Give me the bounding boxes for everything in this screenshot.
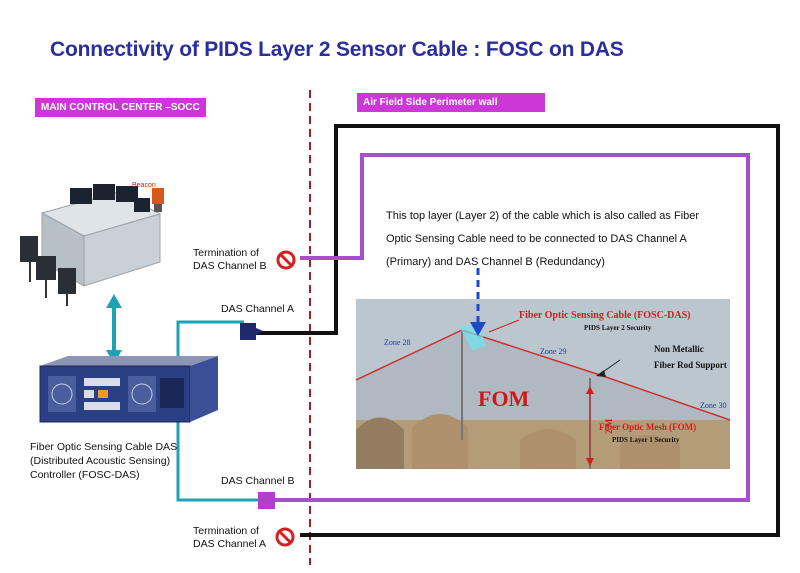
das-channel-b-label: DAS Channel B [221, 475, 295, 487]
teal-link-a [176, 320, 244, 360]
controller-label: Fiber Optic Sensing Cable DAS (Distribut… [30, 440, 177, 482]
termination-b-line-2: DAS Channel B [193, 260, 267, 272]
das-channel-a-label: DAS Channel A [221, 303, 294, 315]
controller-line-3: Controller (FOSC-DAS) [30, 469, 140, 481]
support-label-1: Non Metallic [654, 344, 704, 354]
connector-a [240, 323, 256, 340]
fom-label: FOM [478, 386, 530, 411]
down-arrow-icon [470, 268, 486, 336]
main-control-center-label: MAIN CONTROL CENTER –SOCC [35, 98, 206, 117]
control-desk-image [20, 184, 162, 306]
perimeter-photo [355, 299, 731, 469]
termination-a-line-1: Termination of [193, 525, 259, 537]
zone30-label: Zone 30 [700, 401, 726, 410]
controller-line-1: Fiber Optic Sensing Cable DAS [30, 441, 178, 453]
connector-b [258, 492, 275, 509]
termination-b-line-1: Termination of [193, 247, 259, 259]
termination-b-label: Termination of DAS Channel B [193, 247, 267, 273]
teal-link-b [176, 420, 262, 502]
controller-line-2: (Distributed Acoustic Sensing) [30, 455, 171, 467]
layer2-label: PIDS Layer 2 Security [584, 324, 652, 332]
fosc-label: Fiber Optic Sensing Cable (FOSC-DAS) [519, 310, 691, 321]
zone28-label: Zone 28 [384, 338, 410, 347]
perimeter-wall-label: Air Field Side Perimeter wall [357, 93, 545, 112]
termination-a-line-2: DAS Channel A [193, 538, 266, 550]
page-title: Connectivity of PIDS Layer 2 Sensor Cabl… [50, 38, 624, 61]
description-text: This top layer (Layer 2) of the cable wh… [386, 210, 700, 268]
channel-b-cable [270, 153, 750, 502]
termination-a-icon [275, 527, 295, 547]
support-label-2: Fiber Rod Support [654, 360, 727, 370]
termination-a-label: Termination of DAS Channel A [193, 525, 266, 551]
height-label: 2 M [604, 418, 614, 434]
zone29-label: Zone 29 [540, 347, 566, 356]
das-controller-image [39, 356, 218, 423]
two-way-arrow-icon [106, 294, 122, 364]
beacon-icon [152, 188, 164, 212]
beacon-label: Beacon [132, 182, 156, 189]
channel-a-cable [256, 124, 780, 537]
mesh-label: Fiber Optic Mesh (FOM) [599, 422, 696, 432]
termination-b-icon [276, 250, 296, 270]
layer1-label: PIDS Layer 1 Security [612, 436, 680, 444]
